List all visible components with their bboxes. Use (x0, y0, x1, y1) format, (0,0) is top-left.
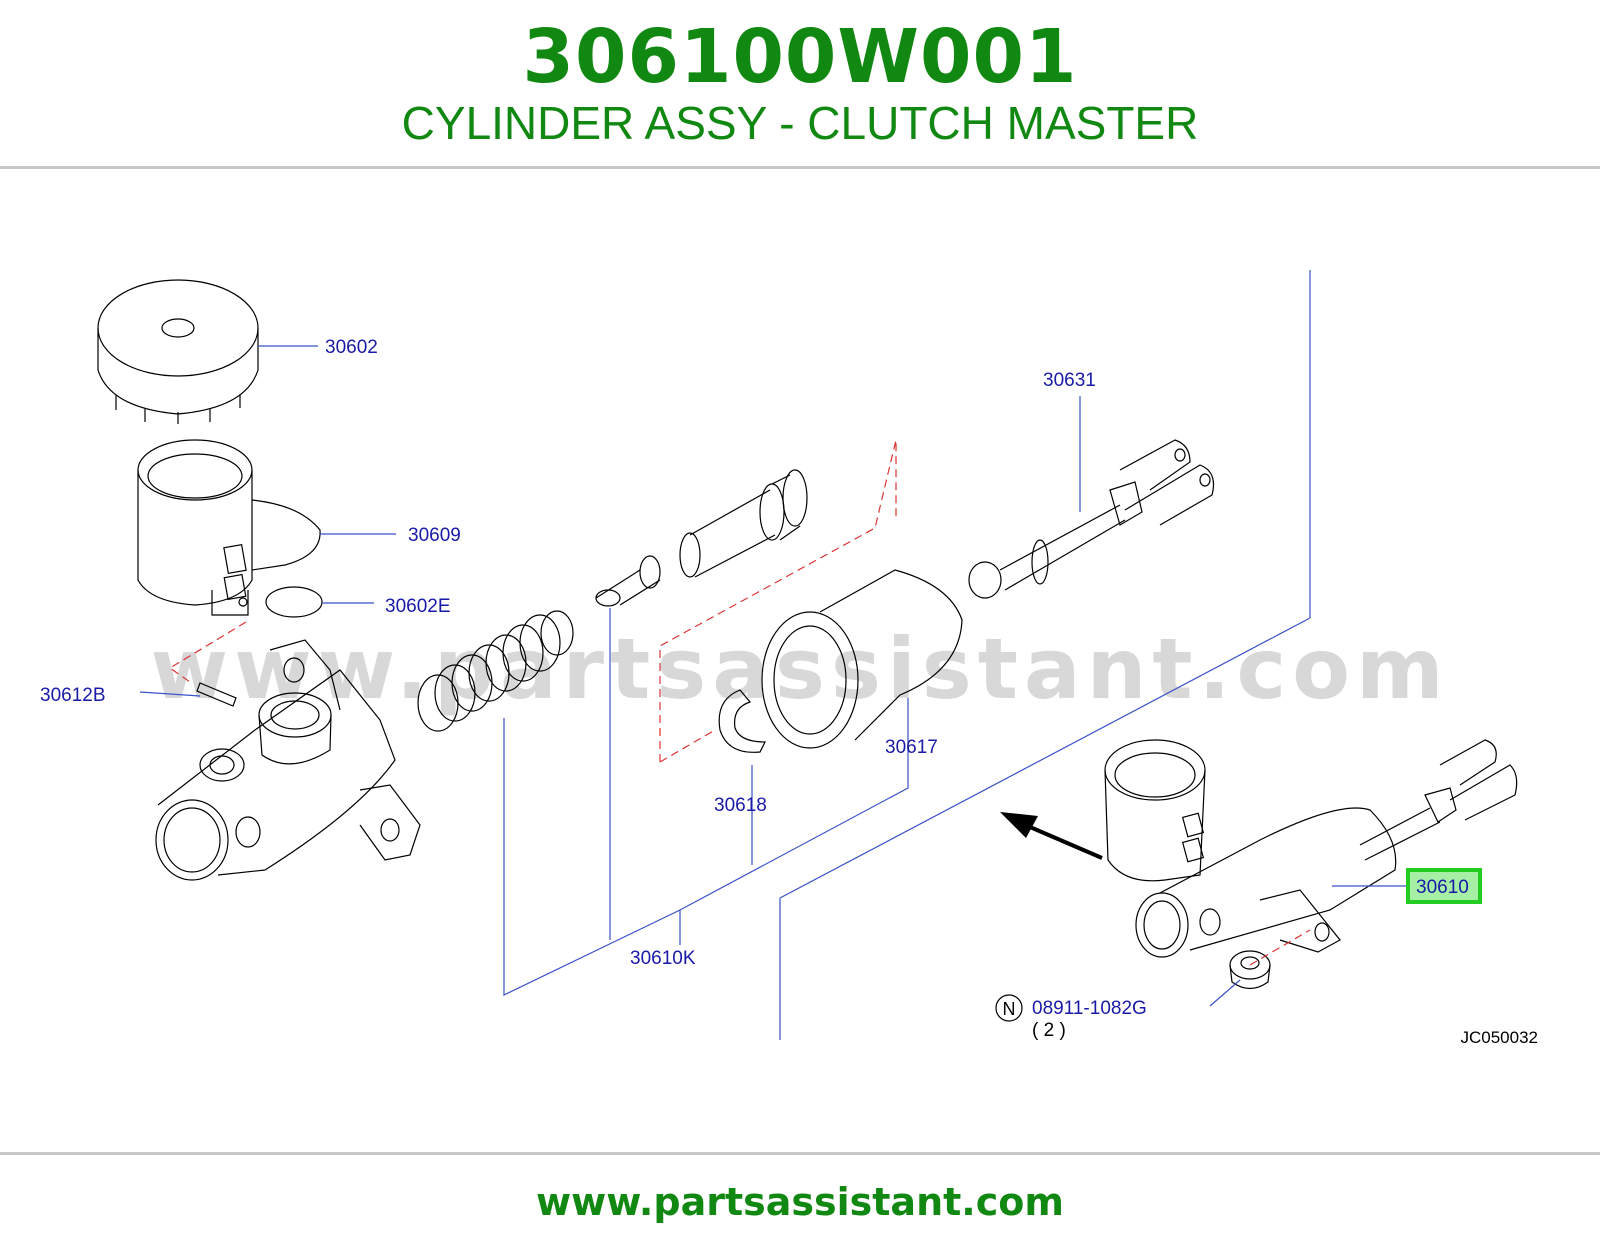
callout-30602e[interactable]: 30602E (385, 596, 451, 617)
new-part-symbol: N (995, 994, 1023, 1022)
assembled-master-cylinder-drawing (1104, 739, 1518, 958)
callout-30610-highlight[interactable]: 30610 (1406, 868, 1482, 904)
reservoir-drawing (137, 439, 321, 616)
watermark: www.partsassistant.com (151, 620, 1450, 718)
n-symbol-text: N (1003, 999, 1016, 1019)
flange-nut-drawing (1229, 950, 1271, 990)
snap-ring-drawing (718, 689, 766, 753)
boot-drawing (761, 569, 963, 749)
footer-divider (0, 1152, 1600, 1155)
callout-30610[interactable]: 30610 (1416, 877, 1469, 898)
callout-30617[interactable]: 30617 (885, 737, 938, 758)
callout-30602[interactable]: 30602 (325, 337, 378, 358)
callout-30610k[interactable]: 30610K (630, 948, 696, 969)
part-name-subtitle: CYLINDER ASSY - CLUTCH MASTER (401, 97, 1199, 149)
footer-website-link[interactable]: www.partsassistant.com (536, 1180, 1064, 1224)
spring-drawing (417, 610, 574, 732)
callout-30631[interactable]: 30631 (1043, 370, 1096, 391)
exploded-parts-diagram: www.partsassistant.com (0, 250, 1600, 1090)
callout-08911-1082g[interactable]: 08911-1082G (1032, 998, 1147, 1019)
callout-30612b[interactable]: 30612B (40, 685, 106, 706)
part-number-title: 306100W001 (522, 14, 1078, 100)
header-divider (0, 166, 1600, 169)
callout-30618[interactable]: 30618 (714, 795, 767, 816)
diagram-code: JC050032 (1460, 1028, 1538, 1047)
cylinder-body-drawing (155, 639, 421, 881)
callout-30609[interactable]: 30609 (408, 525, 461, 546)
callout-quantity: ( 2 ) (1032, 1020, 1066, 1041)
reservoir-cap-drawing (97, 279, 259, 424)
piston-drawing (595, 469, 808, 607)
push-rod-drawing (968, 439, 1215, 599)
assembly-direction-arrow (1000, 812, 1103, 860)
